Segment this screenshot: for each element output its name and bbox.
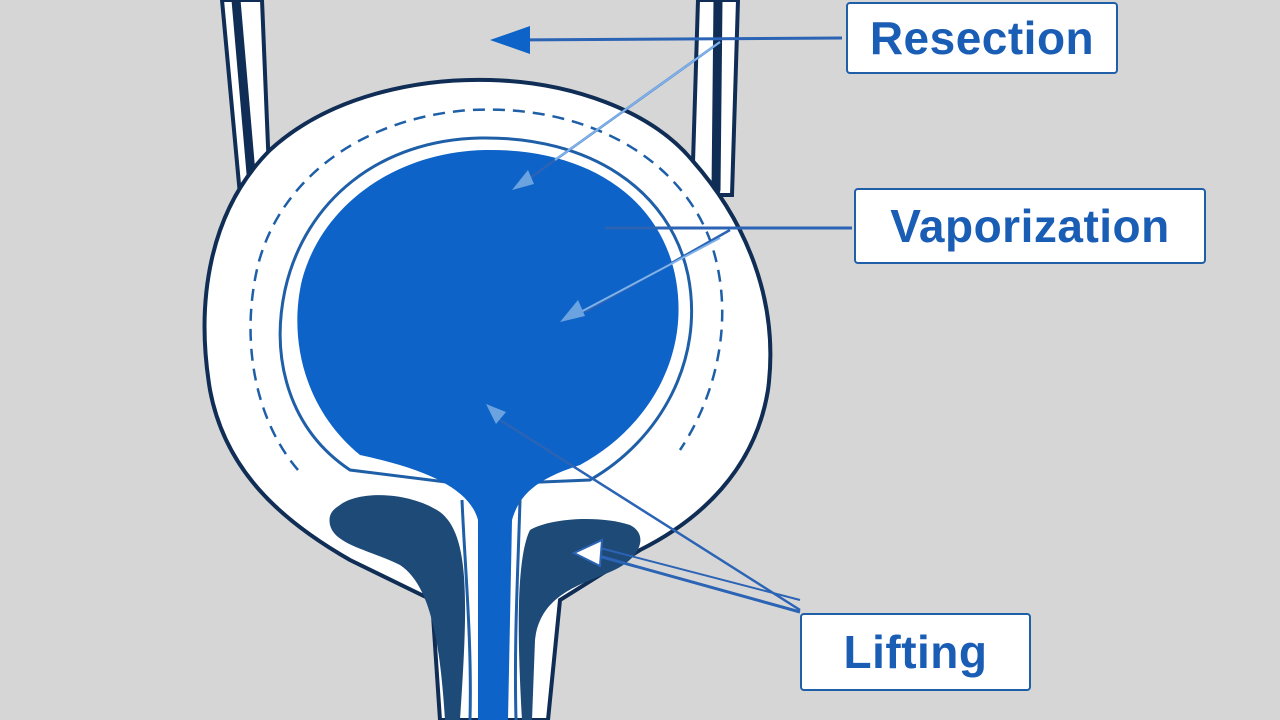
left-prostate-lobe [329, 495, 466, 720]
urethra-wall-left [460, 499, 472, 720]
lumen-outline [278, 136, 693, 487]
right-ureter [689, 0, 741, 197]
vaporization-pointer [560, 226, 852, 322]
vaporization-label: Vaporization [854, 188, 1206, 264]
lifting-pointer [486, 404, 801, 614]
resection-pointer [490, 26, 843, 190]
right-prostate-lobe [518, 518, 641, 720]
bladder-lumen [297, 149, 679, 720]
lifting-label: Lifting [800, 613, 1031, 691]
urethra-wall-right [513, 499, 522, 720]
dashed-tissue-layer [249, 108, 724, 471]
resection-label: Resection [846, 2, 1118, 74]
